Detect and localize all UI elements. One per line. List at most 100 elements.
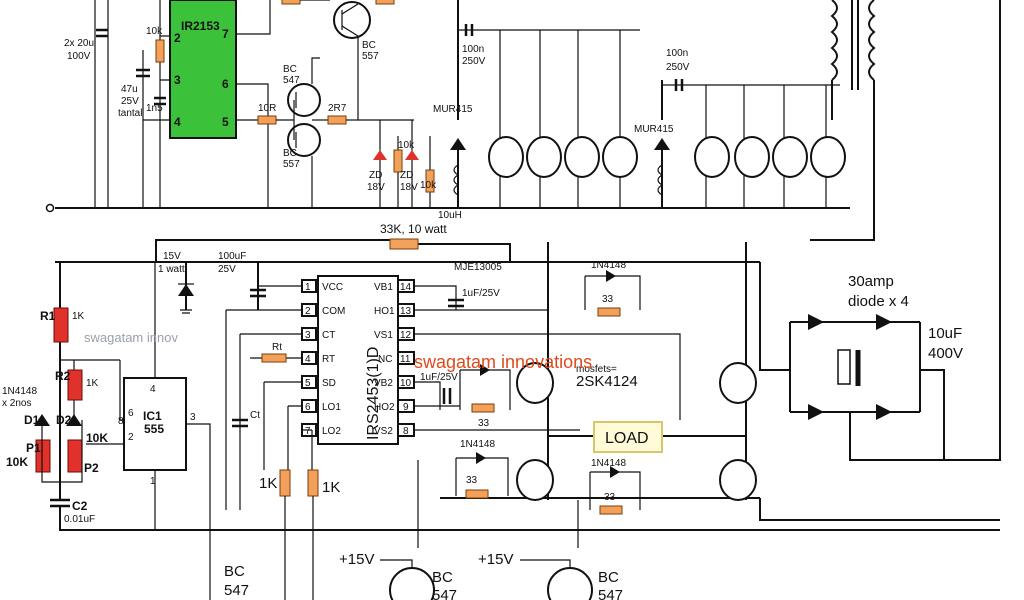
d-1n4148-d-label: 1N4148 [591,458,626,469]
irs-pin-nc: NC [378,354,392,365]
r33-a-label: 33 [602,294,614,305]
diode-1n4148-c-icon [476,452,486,464]
bc547-mid-label-b: 547 [283,75,300,86]
ic-ir2153 [169,0,237,139]
d-2nos-label: x 2nos [2,398,31,409]
res-10r-label: 10R [258,103,276,114]
top-section: 2x 20u 100V 10k 47u 25V tantal 1n5 IR215… [45,0,876,241]
mosfet-3-icon [564,136,600,178]
d-1n4148-left-label: 1N4148 [2,386,37,397]
c2-label: C2 [72,499,88,513]
mosfet-6-icon [734,136,770,178]
resistor-10k-top [155,39,165,63]
zd-2-label: ZD [400,170,413,181]
r33-c-label: 33 [466,475,478,486]
zd-1-label: ZD [369,170,382,181]
mosfet-group-2 [694,136,846,178]
zener-1w-label: 1 watt [158,264,185,275]
inductor-10uh-label: 10uH [438,210,462,221]
resistor-top-a [281,0,301,5]
res-33k-label: 33K, 10 watt [380,222,447,236]
cap-47u-label: 47u [121,84,138,95]
bc547-bl-label-a: BC [224,563,245,580]
bc557-top-label-b: 557 [362,51,379,62]
transformer-icon [810,0,876,241]
ic-irs2453 [317,275,399,445]
irs-n2: 2 [305,306,311,317]
ic1-p6: 6 [128,408,134,419]
res-10k-top-label: 10k [146,26,163,37]
mosfets-label: mosfets= [576,364,617,375]
irs-pins-right: 14 13 12 11 10 9 8 [397,279,415,437]
mur415-2-diode-icon [654,138,670,150]
irs-pin-ho2: HO2 [374,402,395,413]
bc557-top-label-a: BC [362,40,376,51]
hbridge-mosfet-3-icon [516,459,554,501]
ic-555 [123,377,187,471]
ic1-label: IC1 [143,409,162,423]
resistor-1k-b [307,469,319,497]
capacitor-10uf-plate [837,349,851,385]
resistor-1k-a [279,469,291,497]
ir-pin-5: 5 [222,115,229,129]
irs-pin-ct: CT [322,330,335,341]
cap-100uf-label: 100uF [218,251,246,262]
r-1k-b-label: 1K [322,479,340,496]
irs-n8: 8 [403,426,409,437]
hbridge-mosfet-1-icon [516,362,554,404]
r2-label: R2 [55,369,71,383]
transistor-bc547-bottom-right [547,567,593,600]
irs-pin-vs2: VS2 [374,426,393,437]
zener-15v-label: 15V [163,251,181,262]
hbridge-mosfet-4-icon [719,459,757,501]
irs-pin-names-left: VCC COM CT RT SD LO1 LO2 [322,282,345,437]
rectifier-diode-2-icon [876,314,892,330]
cap-100uf-v-label: 25V [218,264,236,275]
resistor-33-a [597,307,621,317]
plus15-b-label: +15V [478,551,513,568]
d-1n4148-a-label: 1N4148 [591,260,626,271]
resistor-rt [261,353,287,363]
ir-pin-7: 7 [222,27,229,41]
bc547-bm-label-b: 547 [432,587,457,600]
mosfet-7-icon [772,136,808,178]
ic1-p8: 8 [118,416,124,427]
resistor-r2 [67,369,83,401]
p2-label: P2 [84,461,99,475]
resistor-33-b [471,403,495,413]
p1-label: P1 [26,441,41,455]
res-10k-side-label: 10k [420,180,437,191]
irs-pins-left: 1 2 3 4 5 6 7 [301,279,317,437]
mosfet-part-label: 2SK4124 [576,373,638,390]
ir-pin-4: 4 [174,115,181,129]
r33-d-label: 33 [604,492,616,503]
resistor-33-d [599,505,623,515]
ic1-p2: 2 [128,432,134,443]
diode-d2-icon [66,414,82,426]
resistor-2r7 [327,115,347,125]
ic1-p1: 1 [150,476,156,487]
cap-400v-label: 400V [928,345,963,362]
zd-1v-label: 18V [367,182,385,193]
irs-n13: 13 [400,306,412,317]
ic1-part-label: 555 [144,422,164,436]
mosfet-4-icon [602,136,638,178]
resistor-top-b [375,0,395,5]
irs-pin-ho1: HO1 [374,306,395,317]
ic1-p4: 4 [150,384,156,395]
pot-p2 [67,439,83,473]
zener-2-icon [405,150,419,160]
cap-250v-2-label: 250V [666,62,690,73]
irs-pin-names-right: VB1 HO1 VS1 NC VB2 HO2 VS2 [374,282,395,437]
p2-val-label: 10K [86,431,108,445]
rectifier-diode-1-icon [808,314,824,330]
irs-n1: 1 [305,282,311,293]
resistor-10k-mid [393,149,403,173]
r-1k-a-label: 1K [259,475,277,492]
zener-15v-icon [178,284,194,296]
cap-2x20u-label: 2x 20u [64,38,94,49]
res-10k-mid-label: 10k [398,140,415,151]
transistor-bc547-bottom-mid [389,567,435,600]
irs-pin-vb1: VB1 [374,282,393,293]
ct-label: Ct [250,410,260,421]
